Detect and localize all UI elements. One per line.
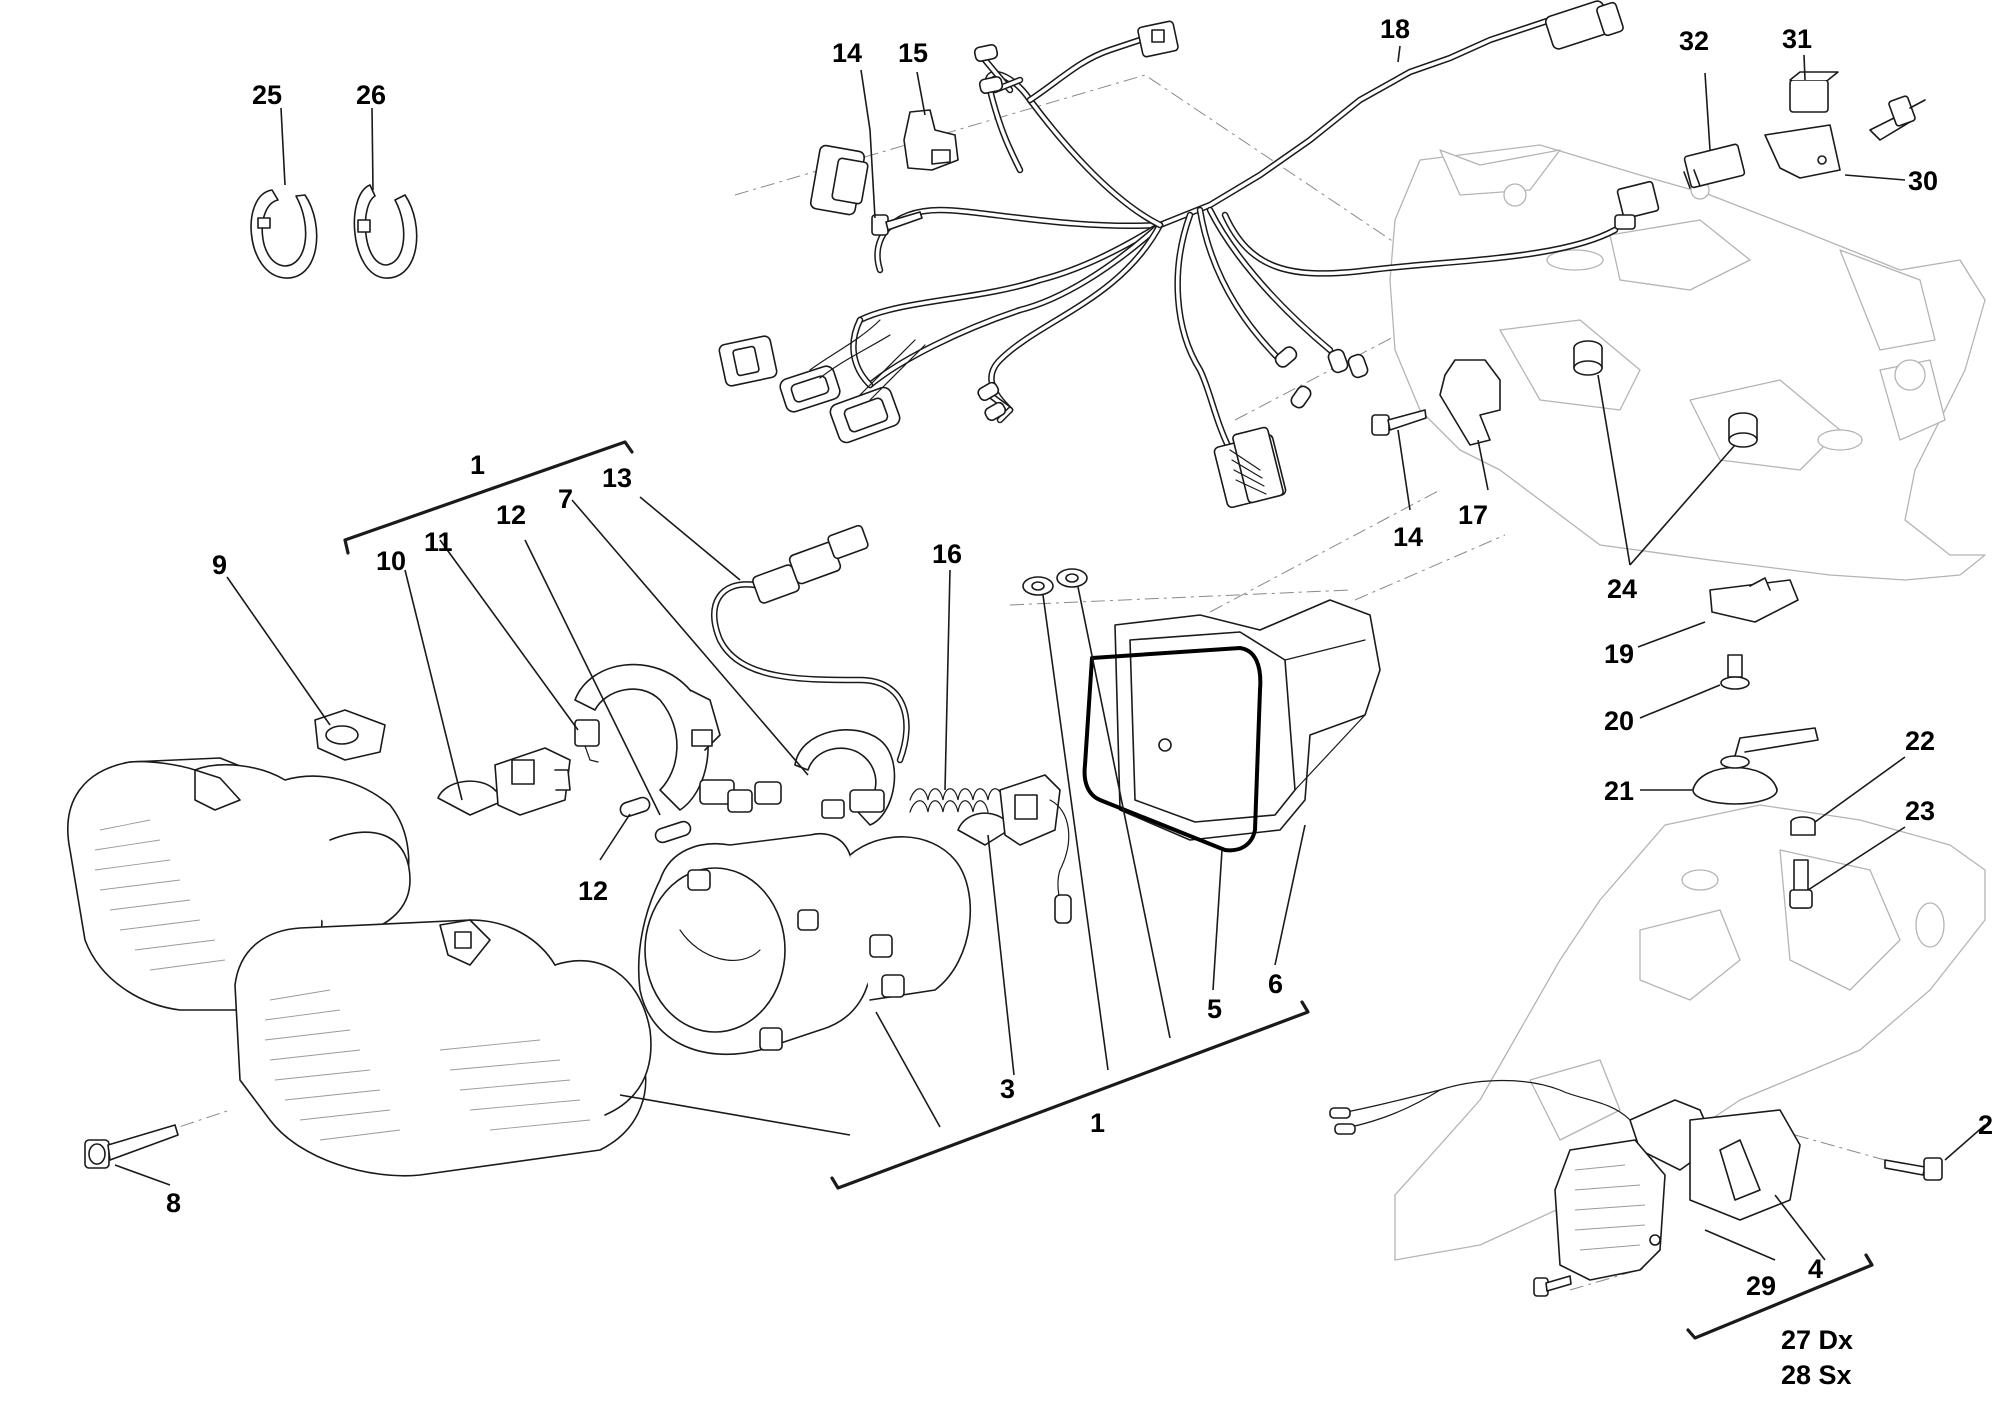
callout-25: 25 — [252, 80, 282, 110]
turn-signal-part-27-28 — [1329, 1079, 1801, 1221]
callout-29: 29 — [1746, 1271, 1776, 1301]
nut-part-1a — [1022, 576, 1054, 596]
callout-21: 21 — [1604, 776, 1634, 806]
callout-28: 28 Sx — [1781, 1360, 1852, 1390]
flasher-part-32 — [1683, 143, 1746, 189]
relay-bracket-part-30 — [1764, 124, 1841, 179]
callout-6: 6 — [1268, 969, 1283, 999]
bracket-group-27-28 — [1686, 1253, 1874, 1340]
lamp-housing-part-6 — [1114, 599, 1381, 841]
callout-13: 13 — [602, 463, 632, 493]
upper-frame — [1389, 144, 1986, 581]
callout-8: 8 — [166, 1188, 181, 1218]
callout-31: 31 — [1782, 24, 1812, 54]
group-brackets — [343, 440, 1874, 1340]
nut-part-22 — [1790, 816, 1816, 836]
wiring-harness-part-18 — [718, 0, 1660, 509]
clip-part-15 — [903, 109, 959, 171]
callout-16: 16 — [932, 539, 962, 569]
callout-20: 20 — [1604, 706, 1634, 736]
screw-part-signal — [1533, 1275, 1572, 1297]
reflector-housing-upper — [574, 663, 782, 813]
signal-lens-part-29 — [1554, 1139, 1666, 1281]
callout-3: 3 — [1000, 1074, 1015, 1104]
callout-12-upper: 12 — [496, 500, 526, 530]
callout-30: 30 — [1908, 166, 1938, 196]
bolt-part-23 — [1789, 859, 1813, 909]
bulb-part-10 — [437, 747, 571, 816]
callout-5: 5 — [1207, 994, 1222, 1024]
cable-part-13 — [710, 524, 910, 764]
callout-24: 24 — [1607, 574, 1637, 604]
small-bulb-part-12a — [619, 796, 651, 818]
headlight-housing-right — [234, 919, 652, 1177]
clip-part-17 — [1439, 359, 1501, 446]
nut-part-1b — [1056, 568, 1088, 588]
spring-part-16 — [909, 788, 1004, 813]
rubber-mount-part-24a — [1573, 340, 1603, 376]
small-bulb-part-12b — [654, 820, 692, 844]
callout-labels: 25 26 14 15 18 32 31 30 14 17 24 19 20 2… — [166, 14, 1993, 1390]
callout-18: 18 — [1380, 14, 1410, 44]
lower-fairing — [1394, 804, 1986, 1261]
callout-1-top: 1 — [470, 450, 485, 480]
projector-unit — [637, 833, 972, 1055]
reflector-housing-lower — [794, 729, 896, 826]
callout-19: 19 — [1604, 639, 1634, 669]
callout-27: 27 Dx — [1781, 1325, 1853, 1355]
callout-26: 26 — [356, 80, 386, 110]
callout-4: 4 — [1808, 1254, 1823, 1284]
callout-2: 2 — [1978, 1110, 1993, 1140]
bolt-part-14-lower — [1371, 409, 1427, 436]
callout-15: 15 — [898, 38, 928, 68]
sensor-part-30-stud — [1869, 95, 1926, 141]
callout-1-bottom: 1 — [1090, 1108, 1105, 1138]
callout-23: 23 — [1905, 796, 1935, 826]
callout-14-lower: 14 — [1393, 522, 1423, 552]
screw-part-20 — [1720, 654, 1750, 690]
rubber-mount-part-24b — [1728, 412, 1758, 448]
callout-9: 9 — [212, 550, 227, 580]
gasket-part-5 — [1082, 646, 1263, 853]
callout-12-lower: 12 — [578, 876, 608, 906]
leader-lines — [114, 45, 1986, 1261]
clamp-part-25 — [250, 189, 318, 279]
bulb-holder-part-11 — [574, 719, 600, 763]
clamp-part-26 — [353, 184, 418, 279]
screw-part-2 — [1884, 1157, 1943, 1181]
callout-22: 22 — [1905, 726, 1935, 756]
callout-11: 11 — [424, 527, 453, 557]
callout-32: 32 — [1679, 26, 1709, 56]
callout-17: 17 — [1458, 500, 1488, 530]
bolt-part-14-upper — [871, 211, 923, 236]
bolt-part-8 — [84, 1124, 179, 1169]
callout-7: 7 — [558, 484, 573, 514]
callout-10: 10 — [376, 546, 406, 576]
bulb-part-3 — [957, 774, 1072, 924]
relay-part-31 — [1789, 71, 1839, 113]
horn-part-21 — [1692, 727, 1819, 805]
bracket-group-1-top — [343, 440, 634, 555]
grommet-part-9 — [314, 709, 386, 761]
bracket-group-1-bottom — [830, 1000, 1310, 1190]
callout-14-upper: 14 — [832, 38, 862, 68]
bracket-part-19 — [1709, 577, 1799, 623]
